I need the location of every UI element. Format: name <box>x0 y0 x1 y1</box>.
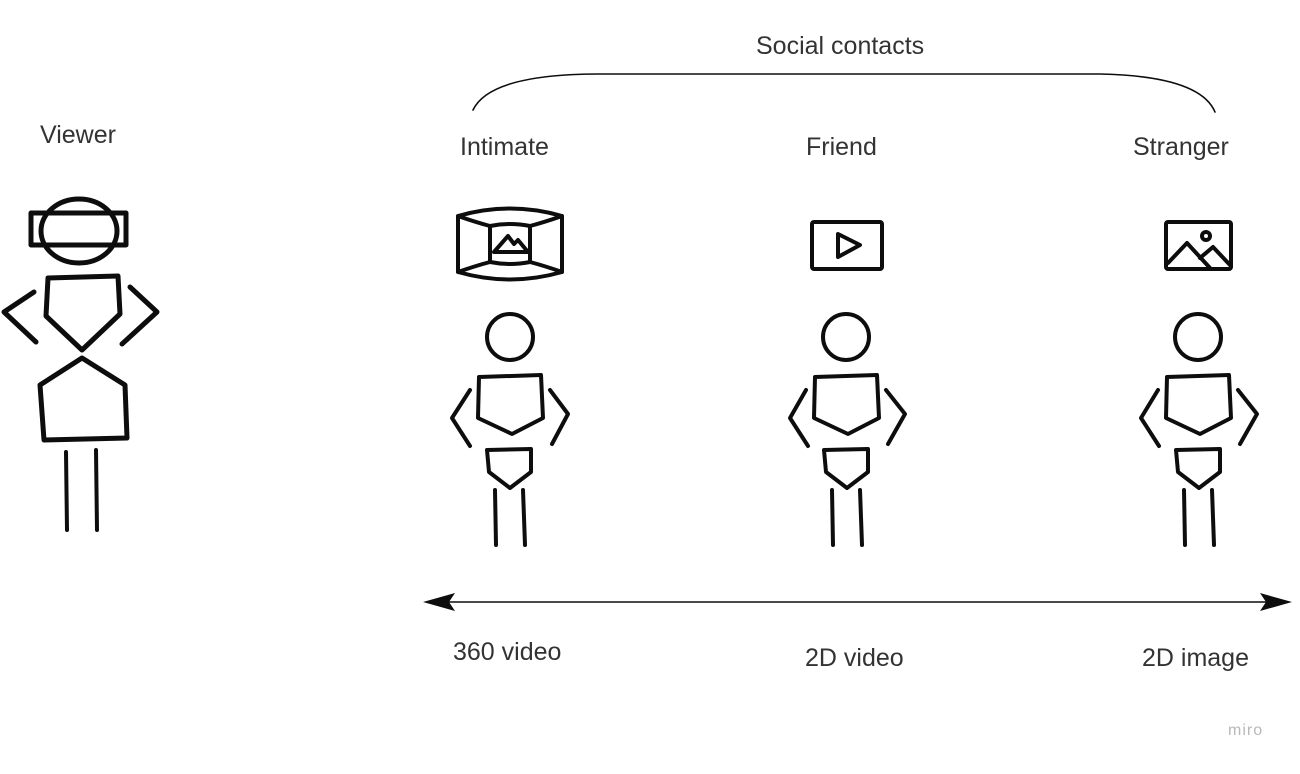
viewer-torso <box>43 273 123 353</box>
media-label-2d-video: 2D video <box>805 644 904 672</box>
contact-figure-friend <box>788 312 907 547</box>
contact-hips <box>1174 447 1222 490</box>
viewer-figure <box>1 196 160 532</box>
viewer-left-leg <box>64 450 69 532</box>
media-label-360-video: 360 video <box>453 638 562 666</box>
contact-label-friend: Friend <box>806 133 877 161</box>
image-icon <box>1164 220 1233 271</box>
video-play-icon <box>810 220 884 271</box>
contact-head <box>485 312 535 362</box>
contact-head <box>1173 312 1223 362</box>
media-label-2d-image: 2D image <box>1142 644 1249 672</box>
viewer-right-arm <box>119 284 160 347</box>
social-contacts-brace <box>472 73 1216 113</box>
panorama-icon <box>456 206 564 282</box>
spectrum-arrow <box>423 593 1292 611</box>
contact-left-leg <box>830 488 835 547</box>
viewer-right-leg <box>94 448 99 532</box>
viewer-label: Viewer <box>40 121 116 149</box>
contact-torso <box>476 373 545 436</box>
miro-watermark: miro <box>1228 722 1264 739</box>
contact-left-arm <box>788 388 810 448</box>
contact-right-arm <box>884 388 907 446</box>
contact-right-leg <box>1210 488 1216 547</box>
contact-label-intimate: Intimate <box>460 133 549 161</box>
contact-left-arm <box>450 388 472 448</box>
social-contacts-label: Social contacts <box>756 32 925 60</box>
viewer-left-arm <box>1 289 39 345</box>
contact-right-arm <box>1236 388 1259 446</box>
contact-hips <box>485 447 533 490</box>
viewer-hips <box>37 355 130 443</box>
contact-figure-stranger <box>1139 312 1259 547</box>
contact-hips <box>822 447 870 490</box>
contact-torso <box>812 373 881 436</box>
contact-right-leg <box>521 488 527 547</box>
contact-torso <box>1164 373 1233 436</box>
contact-left-leg <box>1182 488 1187 547</box>
vr-headset-icon <box>28 210 129 248</box>
contact-left-leg <box>493 488 498 547</box>
spectrum-arrow-left-head <box>423 593 455 611</box>
contact-left-arm <box>1139 388 1161 448</box>
spectrum-arrow-right-head <box>1260 593 1292 611</box>
contact-right-arm <box>548 388 570 446</box>
contact-right-leg <box>858 488 864 547</box>
contact-head <box>821 312 871 362</box>
viewer-head <box>38 196 120 266</box>
contact-figure-intimate <box>450 312 570 547</box>
contact-label-stranger: Stranger <box>1133 133 1229 161</box>
